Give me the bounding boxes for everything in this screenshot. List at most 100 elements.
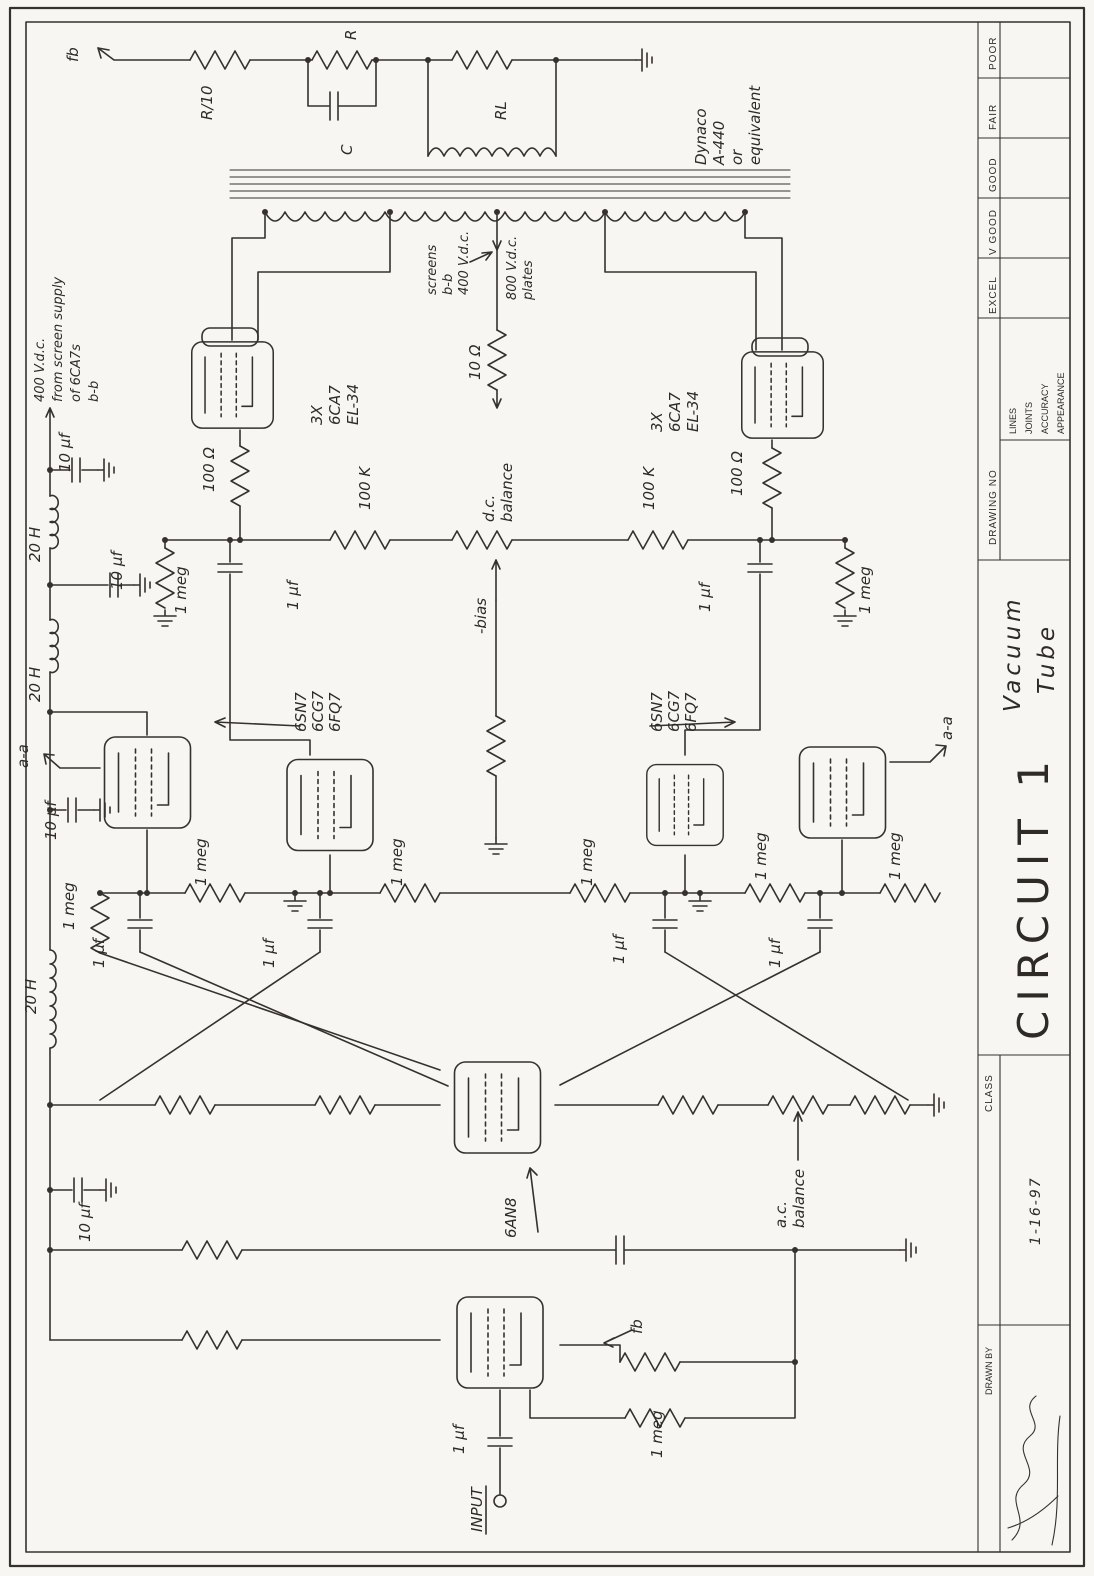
- date: 1-16-97: [1028, 1176, 1044, 1245]
- ground: [833, 609, 857, 627]
- label-plates: 800 V.d.c. plates: [505, 232, 536, 301]
- label-1meg-f: 1 meg: [578, 838, 596, 886]
- label-20h-1: 20 H: [26, 527, 44, 562]
- driver-tube-3: [645, 763, 725, 847]
- secondary-winding: [427, 147, 557, 157]
- label-10ohm: 10 Ω: [466, 344, 484, 380]
- grade-poor: POOR: [988, 37, 999, 70]
- label-aa-left: a-a: [14, 744, 32, 768]
- ground: [688, 894, 712, 912]
- label-1meg-h: 1 meg: [886, 832, 904, 880]
- capacitor-1uf-row3: [652, 892, 678, 953]
- driver-stage: 6SN7 6CG7 6FQ7 6SN7 6CG7 6FQ7 a-a a-a 1 …: [14, 686, 956, 954]
- label-1meg-input: 1 meg: [648, 1410, 666, 1458]
- output-transformer: Dynaco A-440 or equivalent screens b-b 4…: [229, 59, 791, 409]
- label-driver-tubes-left: 6SN7 6CG7 6FQ7: [292, 686, 344, 732]
- driver-tube-4: [798, 746, 887, 839]
- label-1meg-e: 1 meg: [388, 838, 406, 886]
- ground: [97, 458, 115, 482]
- capacitor-10uf-3: [49, 797, 95, 823]
- label-20h-2: 20 H: [26, 667, 44, 702]
- phase-inverter: 6AN8 a.c. balance: [49, 1060, 945, 1238]
- drawing-no-label: DRAWING NO: [988, 469, 999, 545]
- resistor-bottom-4: [849, 1095, 911, 1115]
- label-1uf-e: 1 μf: [610, 932, 628, 964]
- label-dynaco: Dynaco A-440 or equivalent: [692, 85, 764, 166]
- feedback-network: fb R/10 R C RL: [64, 30, 653, 155]
- label-dc-balance: d.c. balance: [480, 463, 516, 522]
- ground: [899, 1238, 917, 1262]
- capacitor-1uf-input: [487, 1389, 513, 1495]
- label-10uf-4: 10 μf: [76, 1201, 94, 1242]
- title-block: POOR FAIR GOOD V GOOD EXCEL DRAWING NO L…: [977, 21, 1071, 1553]
- primary-winding: [264, 211, 746, 222]
- transformer-core: [229, 169, 791, 199]
- label-bias: -bias: [472, 598, 490, 634]
- label-100ohm-left: 100 Ω: [200, 447, 218, 492]
- label-ac-balance: a.c. balance: [772, 1169, 808, 1228]
- label-input: INPUT: [468, 1485, 486, 1532]
- label-6an8: 6AN8: [502, 1197, 520, 1238]
- resistor-rl: [451, 50, 513, 70]
- label-1uf-d: 1 μf: [260, 936, 278, 968]
- title-script-tube: Tube: [1034, 623, 1060, 694]
- resistor-fb-2: [181, 1330, 243, 1350]
- coupling-network: 1 μf 1 μf 1 μf 1 μf: [90, 892, 909, 1101]
- capacitor-1uf-right: [684, 539, 773, 756]
- label-screen-supply-note: 400 V.d.c. from screen supply of 6CA7s b…: [33, 273, 102, 402]
- label-1meg-b: 1 meg: [856, 566, 874, 614]
- capacitor-c: [307, 59, 377, 121]
- ground: [99, 1178, 117, 1202]
- label-20h-3: 20 H: [22, 979, 40, 1014]
- label-1uf-b: 1 μf: [696, 580, 714, 612]
- signature: [1007, 1395, 1061, 1546]
- label-1uf-a: 1 μf: [284, 578, 302, 610]
- label-1uf-c: 1 μf: [90, 936, 108, 968]
- label-100k-left: 100 K: [356, 466, 374, 510]
- criteria-accuracy: ACCURACY: [1040, 383, 1050, 434]
- grade-fair: FAIR: [988, 104, 999, 130]
- grade-vgood: V GOOD: [988, 209, 999, 255]
- title-script-vacuum: Vacuum: [1000, 595, 1026, 712]
- label-100ohm-right: 100 Ω: [728, 451, 746, 496]
- label-1uf-input: 1 μf: [450, 1422, 468, 1454]
- label-10uf-3: 10 μf: [42, 799, 60, 840]
- label-1meg-c: 1 meg: [60, 882, 78, 930]
- bias-network: 100 K 100 K d.c. balance -bias 1 meg 1 μ…: [153, 463, 874, 855]
- ground: [93, 798, 111, 822]
- capacitor-1uf-row1: [127, 892, 153, 953]
- label-output-tubes-left: 3X 6CA7 EL-34: [308, 380, 362, 425]
- label-10uf-1: 10 μf: [56, 431, 74, 472]
- resistor-1meg-row5: [879, 883, 941, 903]
- label-screens: screens b-b 400 V.d.c.: [425, 231, 472, 295]
- resistor-100ohm-left: [230, 445, 250, 507]
- label-r10: R/10: [198, 85, 216, 120]
- resistor-r10: [189, 50, 251, 70]
- label-aa-right: a-a: [938, 716, 956, 740]
- tube-6an8: [453, 1060, 542, 1155]
- resistor-10ohm: [487, 329, 507, 391]
- grade-good: GOOD: [988, 157, 999, 192]
- label-10uf-2: 10 μf: [108, 549, 126, 590]
- ground: [635, 48, 653, 72]
- resistor-bottom-2: [314, 1095, 376, 1115]
- label-1uf-f: 1 μf: [766, 936, 784, 968]
- power-rail: 400 V.d.c. from screen supply of 6CA7s b…: [22, 273, 151, 1341]
- capacitor-1uf-row4: [807, 892, 833, 953]
- label-fb-top: fb: [64, 47, 82, 62]
- output-stage: 3X 6CA7 EL-34 3X 6CA7 EL-34 100 Ω 100 Ω: [190, 327, 825, 541]
- choke-20h-2: [49, 618, 59, 674]
- criteria-appearance: APPEARANCE: [1056, 372, 1066, 434]
- capacitor-10uf-4: [49, 1177, 101, 1203]
- capacitor-fb: [241, 1235, 796, 1265]
- grade-excel: EXCEL: [988, 276, 999, 314]
- driver-tube-1: [103, 736, 192, 829]
- choke-20h-1: [49, 494, 59, 550]
- capacitor-1uf-left: [217, 539, 311, 756]
- resistor-100ohm-right: [762, 447, 782, 509]
- resistor-r: [311, 50, 373, 70]
- resistor-fb-3: [619, 1352, 681, 1372]
- ground: [927, 1093, 945, 1117]
- ground: [283, 894, 307, 912]
